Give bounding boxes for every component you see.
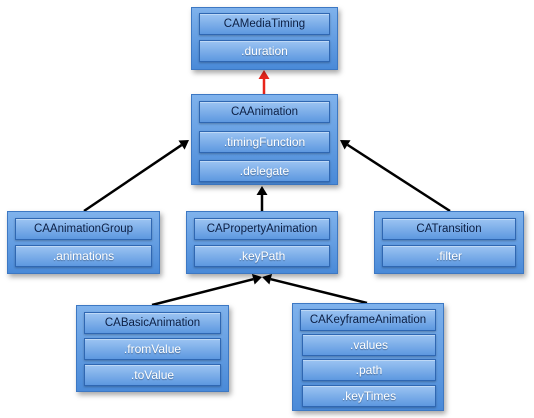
property-label: .values [302, 334, 436, 356]
arrow-trans-to-anim [340, 140, 451, 213]
class-title: CAPropertyAnimation [194, 218, 330, 240]
property-label: .duration [199, 40, 330, 62]
arrow-prop-to-anim [256, 186, 268, 211]
arrow-anim-to-media [258, 70, 270, 94]
class-box-camediatiming: CAMediaTiming .duration [191, 7, 338, 70]
property-label: .keyPath [194, 245, 330, 267]
class-title: CATransition [382, 218, 516, 240]
property-label: .toValue [84, 364, 221, 386]
arrow-group-to-anim [83, 140, 189, 213]
property-label: .fromValue [84, 338, 221, 360]
class-box-cabasicanimation: CABasicAnimation .fromValue .toValue [76, 305, 229, 392]
arrow-key-to-prop [262, 273, 368, 305]
class-box-cakeyframeanimation: CAKeyframeAnimation .values .path .keyTi… [292, 303, 444, 411]
property-label: .animations [15, 245, 152, 267]
property-label: .timingFunction [199, 131, 330, 153]
class-box-caanimation: CAAnimation .timingFunction .delegate [191, 94, 338, 185]
class-title: CABasicAnimation [84, 312, 221, 334]
arrow-basic-to-prop [151, 273, 262, 307]
class-title: CAMediaTiming [199, 13, 330, 35]
class-box-capropertyanimation: CAPropertyAnimation .keyPath [186, 211, 338, 274]
property-label: .keyTimes [302, 385, 436, 407]
class-title: CAAnimationGroup [15, 218, 152, 240]
property-label: .filter [382, 245, 516, 267]
class-box-caanimationgroup: CAAnimationGroup .animations [7, 211, 160, 274]
class-title: CAAnimation [199, 101, 330, 123]
class-title: CAKeyframeAnimation [300, 309, 436, 331]
class-box-catransition: CATransition .filter [374, 211, 524, 274]
property-label: .delegate [199, 160, 330, 182]
property-label: .path [302, 359, 436, 381]
